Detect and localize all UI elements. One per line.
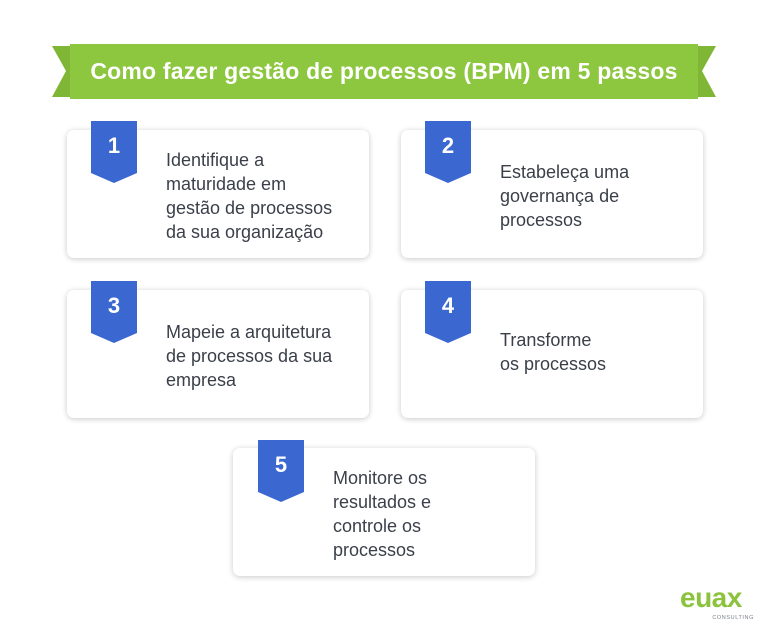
- step-text-3: Mapeie a arquitetura de processos da sua…: [166, 320, 332, 392]
- step-line: da sua organização: [166, 222, 324, 242]
- step-line: governança de: [500, 186, 620, 206]
- step-badge-1: 1: [91, 121, 137, 183]
- ribbon-shape: [52, 44, 716, 99]
- step-line: maturidade em: [166, 174, 287, 194]
- step-line: resultados e: [333, 492, 432, 512]
- step-text-5: Monitore os resultados e controle os pro…: [333, 466, 431, 562]
- step-line: Identifique a: [166, 150, 265, 170]
- page-title: Como fazer gestão de processos (BPM) em …: [90, 58, 678, 84]
- bookmark-icon: [258, 440, 304, 502]
- euax-logo: euax CONSULTING: [680, 582, 754, 624]
- step-text-1: Identifique a maturidade em gestão de pr…: [166, 148, 332, 244]
- bookmark-icon: [425, 121, 471, 183]
- step-text-2: Estabeleça uma governança de processos: [500, 160, 629, 232]
- bookmark-icon: [425, 281, 471, 343]
- step-number: 2: [441, 133, 455, 158]
- step-line: empresa: [166, 370, 237, 390]
- step-number: 1: [107, 133, 121, 158]
- step-badge-3: 3: [91, 281, 137, 343]
- step-line: os processos: [500, 354, 607, 374]
- step-number: 3: [107, 293, 121, 318]
- step-line: Monitore os: [333, 468, 428, 488]
- bookmark-icon: [91, 121, 137, 183]
- step-line: processos: [500, 210, 583, 230]
- bookmark-icon: [91, 281, 137, 343]
- step-number: 5: [274, 452, 288, 477]
- step-badge-2: 2: [425, 121, 471, 183]
- step-line: Transforme: [500, 330, 592, 350]
- step-line: de processos da sua: [166, 346, 333, 366]
- title-banner: Como fazer gestão de processos (BPM) em …: [52, 44, 716, 99]
- step-badge-5: 5: [258, 440, 304, 502]
- logo-wordmark: euax: [680, 582, 742, 613]
- logo-subtitle: CONSULTING: [712, 615, 754, 621]
- step-line: controle os: [333, 516, 422, 536]
- step-badge-4: 4: [425, 281, 471, 343]
- step-line: processos: [333, 540, 416, 560]
- step-line: Estabeleça uma: [500, 162, 630, 182]
- step-line: gestão de processos: [166, 198, 333, 218]
- step-number: 4: [441, 293, 455, 318]
- step-text-4: Transforme os processos: [500, 328, 606, 376]
- step-line: Mapeie a arquitetura: [166, 322, 332, 342]
